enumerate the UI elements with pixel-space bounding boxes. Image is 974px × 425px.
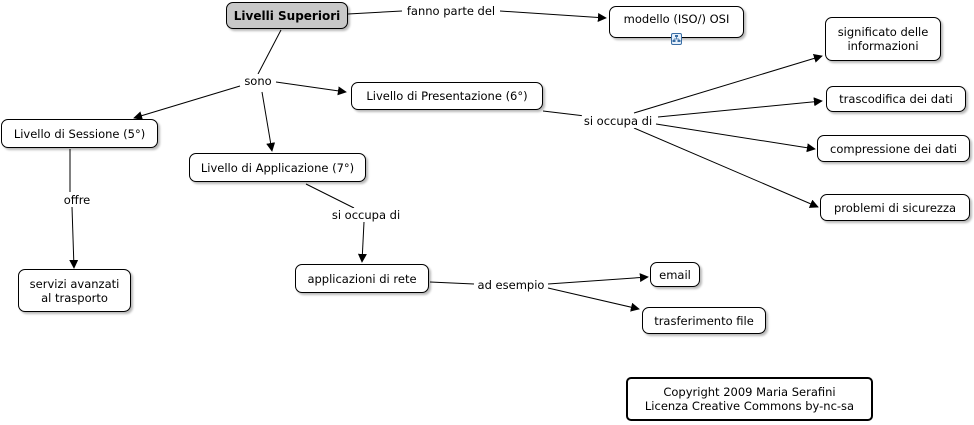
concept-compressione-dati[interactable]: compressione dei dati: [817, 135, 970, 162]
link-si-occupa-di-applicazione[interactable]: si occupa di: [329, 208, 403, 222]
edge-appreti-esempio: [429, 281, 475, 285]
concept-servizi-avanzati[interactable]: servizi avanzati al trasporto: [18, 269, 131, 312]
edge-root-sono: [257, 29, 282, 75]
copyright-notice: Copyright 2009 Maria Serafini Licenza Cr…: [626, 377, 873, 421]
edge-root-fanno: [347, 10, 403, 15]
edge-sono-pres: [275, 81, 347, 96]
concept-livello-presentazione[interactable]: Livello di Presentazione (6°): [351, 82, 543, 110]
edge-offre-servizi: [69, 206, 79, 269]
concept-email[interactable]: email: [650, 262, 700, 287]
concept-applicazioni-rete[interactable]: applicazioni di rete: [295, 264, 429, 293]
concept-livello-sessione[interactable]: Livello di Sessione (5°): [1, 119, 158, 148]
submap-link-icon[interactable]: [671, 33, 682, 45]
edge-esempio-email: [547, 273, 649, 285]
edge-occupa-appreti: [357, 221, 367, 263]
edge-pres-occupa: [542, 110, 586, 117]
edge-esempio-trasferimento: [547, 287, 640, 312]
edge-sono-sess: [133, 85, 241, 120]
edge-sono-app: [261, 91, 276, 152]
link-sono[interactable]: sono: [242, 74, 274, 88]
concept-trascodifica-dati[interactable]: trascodifica dei dati: [826, 86, 966, 112]
edge-occupa-significato: [633, 54, 823, 114]
concept-livelli-superiori[interactable]: Livelli Superiori: [226, 2, 348, 29]
edge-app-occupa: [305, 183, 355, 209]
concept-livello-applicazione[interactable]: Livello di Applicazione (7°): [189, 153, 366, 182]
edge-fanno-osi: [499, 10, 607, 22]
edge-occupa-trascodifica: [657, 97, 823, 118]
edge-occupa-sicurezza: [633, 127, 819, 208]
concept-problemi-sicurezza[interactable]: problemi di sicurezza: [820, 194, 970, 221]
link-offre[interactable]: offre: [61, 193, 93, 207]
concept-trasferimento-file[interactable]: trasferimento file: [642, 307, 766, 334]
link-ad-esempio[interactable]: ad esempio: [475, 278, 547, 292]
link-fanno-parte-del[interactable]: fanno parte del: [404, 4, 498, 18]
link-si-occupa-di-presentazione[interactable]: si occupa di: [581, 114, 655, 128]
edge-occupa-compressione: [655, 123, 816, 153]
concept-significato-informazioni[interactable]: significato delle informazioni: [825, 17, 941, 61]
